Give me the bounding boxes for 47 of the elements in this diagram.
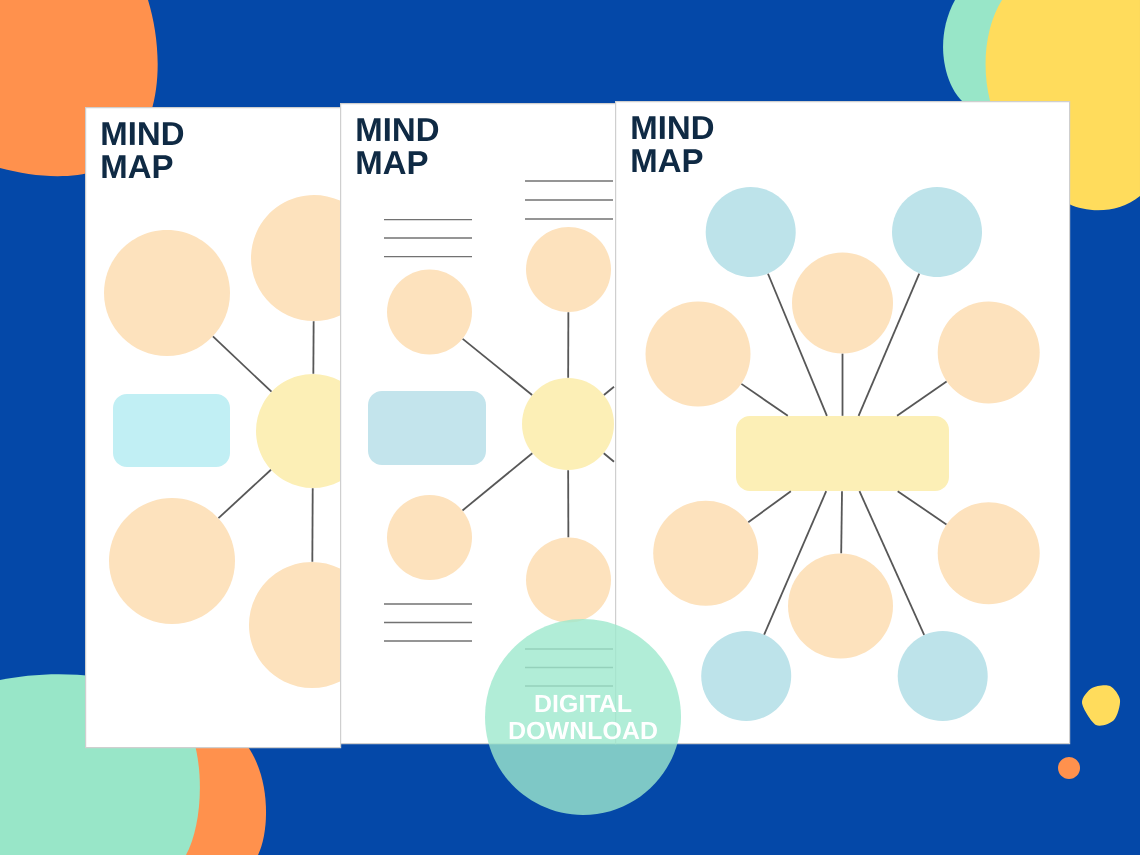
round-badge: DIGITAL DOWNLOAD [485, 619, 681, 815]
bubble [788, 553, 893, 659]
bubble [653, 500, 759, 606]
connector-line [896, 380, 948, 417]
connector-line [740, 383, 789, 417]
connector-line [857, 272, 921, 417]
bubble [705, 187, 796, 277]
rounded-box [113, 394, 230, 467]
connector-line [603, 385, 615, 396]
bubble [109, 498, 235, 624]
connector-line [567, 469, 570, 539]
connector-line [841, 352, 844, 417]
heading: MIND MAP [102, 122, 184, 178]
bubble [104, 230, 230, 356]
connector-line [858, 490, 926, 636]
connector-line [217, 468, 272, 520]
heading: MIND MAP [357, 118, 439, 174]
connector-line [312, 320, 315, 375]
bubble [526, 227, 611, 312]
connector-line [461, 452, 534, 512]
central-box [736, 416, 949, 491]
bubble [701, 631, 792, 721]
central-bubble [256, 374, 340, 488]
connector-line [311, 487, 314, 563]
bubble [526, 537, 611, 623]
connector-line [567, 311, 570, 379]
connector-line [747, 490, 792, 524]
connector-line [461, 337, 533, 396]
heading: MIND MAP [632, 116, 714, 172]
connector-line [212, 335, 273, 393]
bubble [387, 269, 472, 355]
bubble [387, 495, 472, 580]
connector-line [896, 490, 948, 526]
rounded-box [368, 391, 486, 465]
bubble [249, 562, 340, 688]
bubble [892, 187, 982, 277]
bubble [792, 252, 893, 354]
connector-line [602, 452, 615, 463]
bubble [897, 631, 988, 721]
bubble [645, 301, 751, 407]
bubble [937, 301, 1040, 404]
connector-line [840, 490, 843, 555]
central-bubble [522, 378, 614, 470]
bubble [251, 195, 340, 321]
bubble [937, 502, 1040, 605]
connector-line [763, 490, 828, 636]
connector-line [767, 272, 828, 417]
